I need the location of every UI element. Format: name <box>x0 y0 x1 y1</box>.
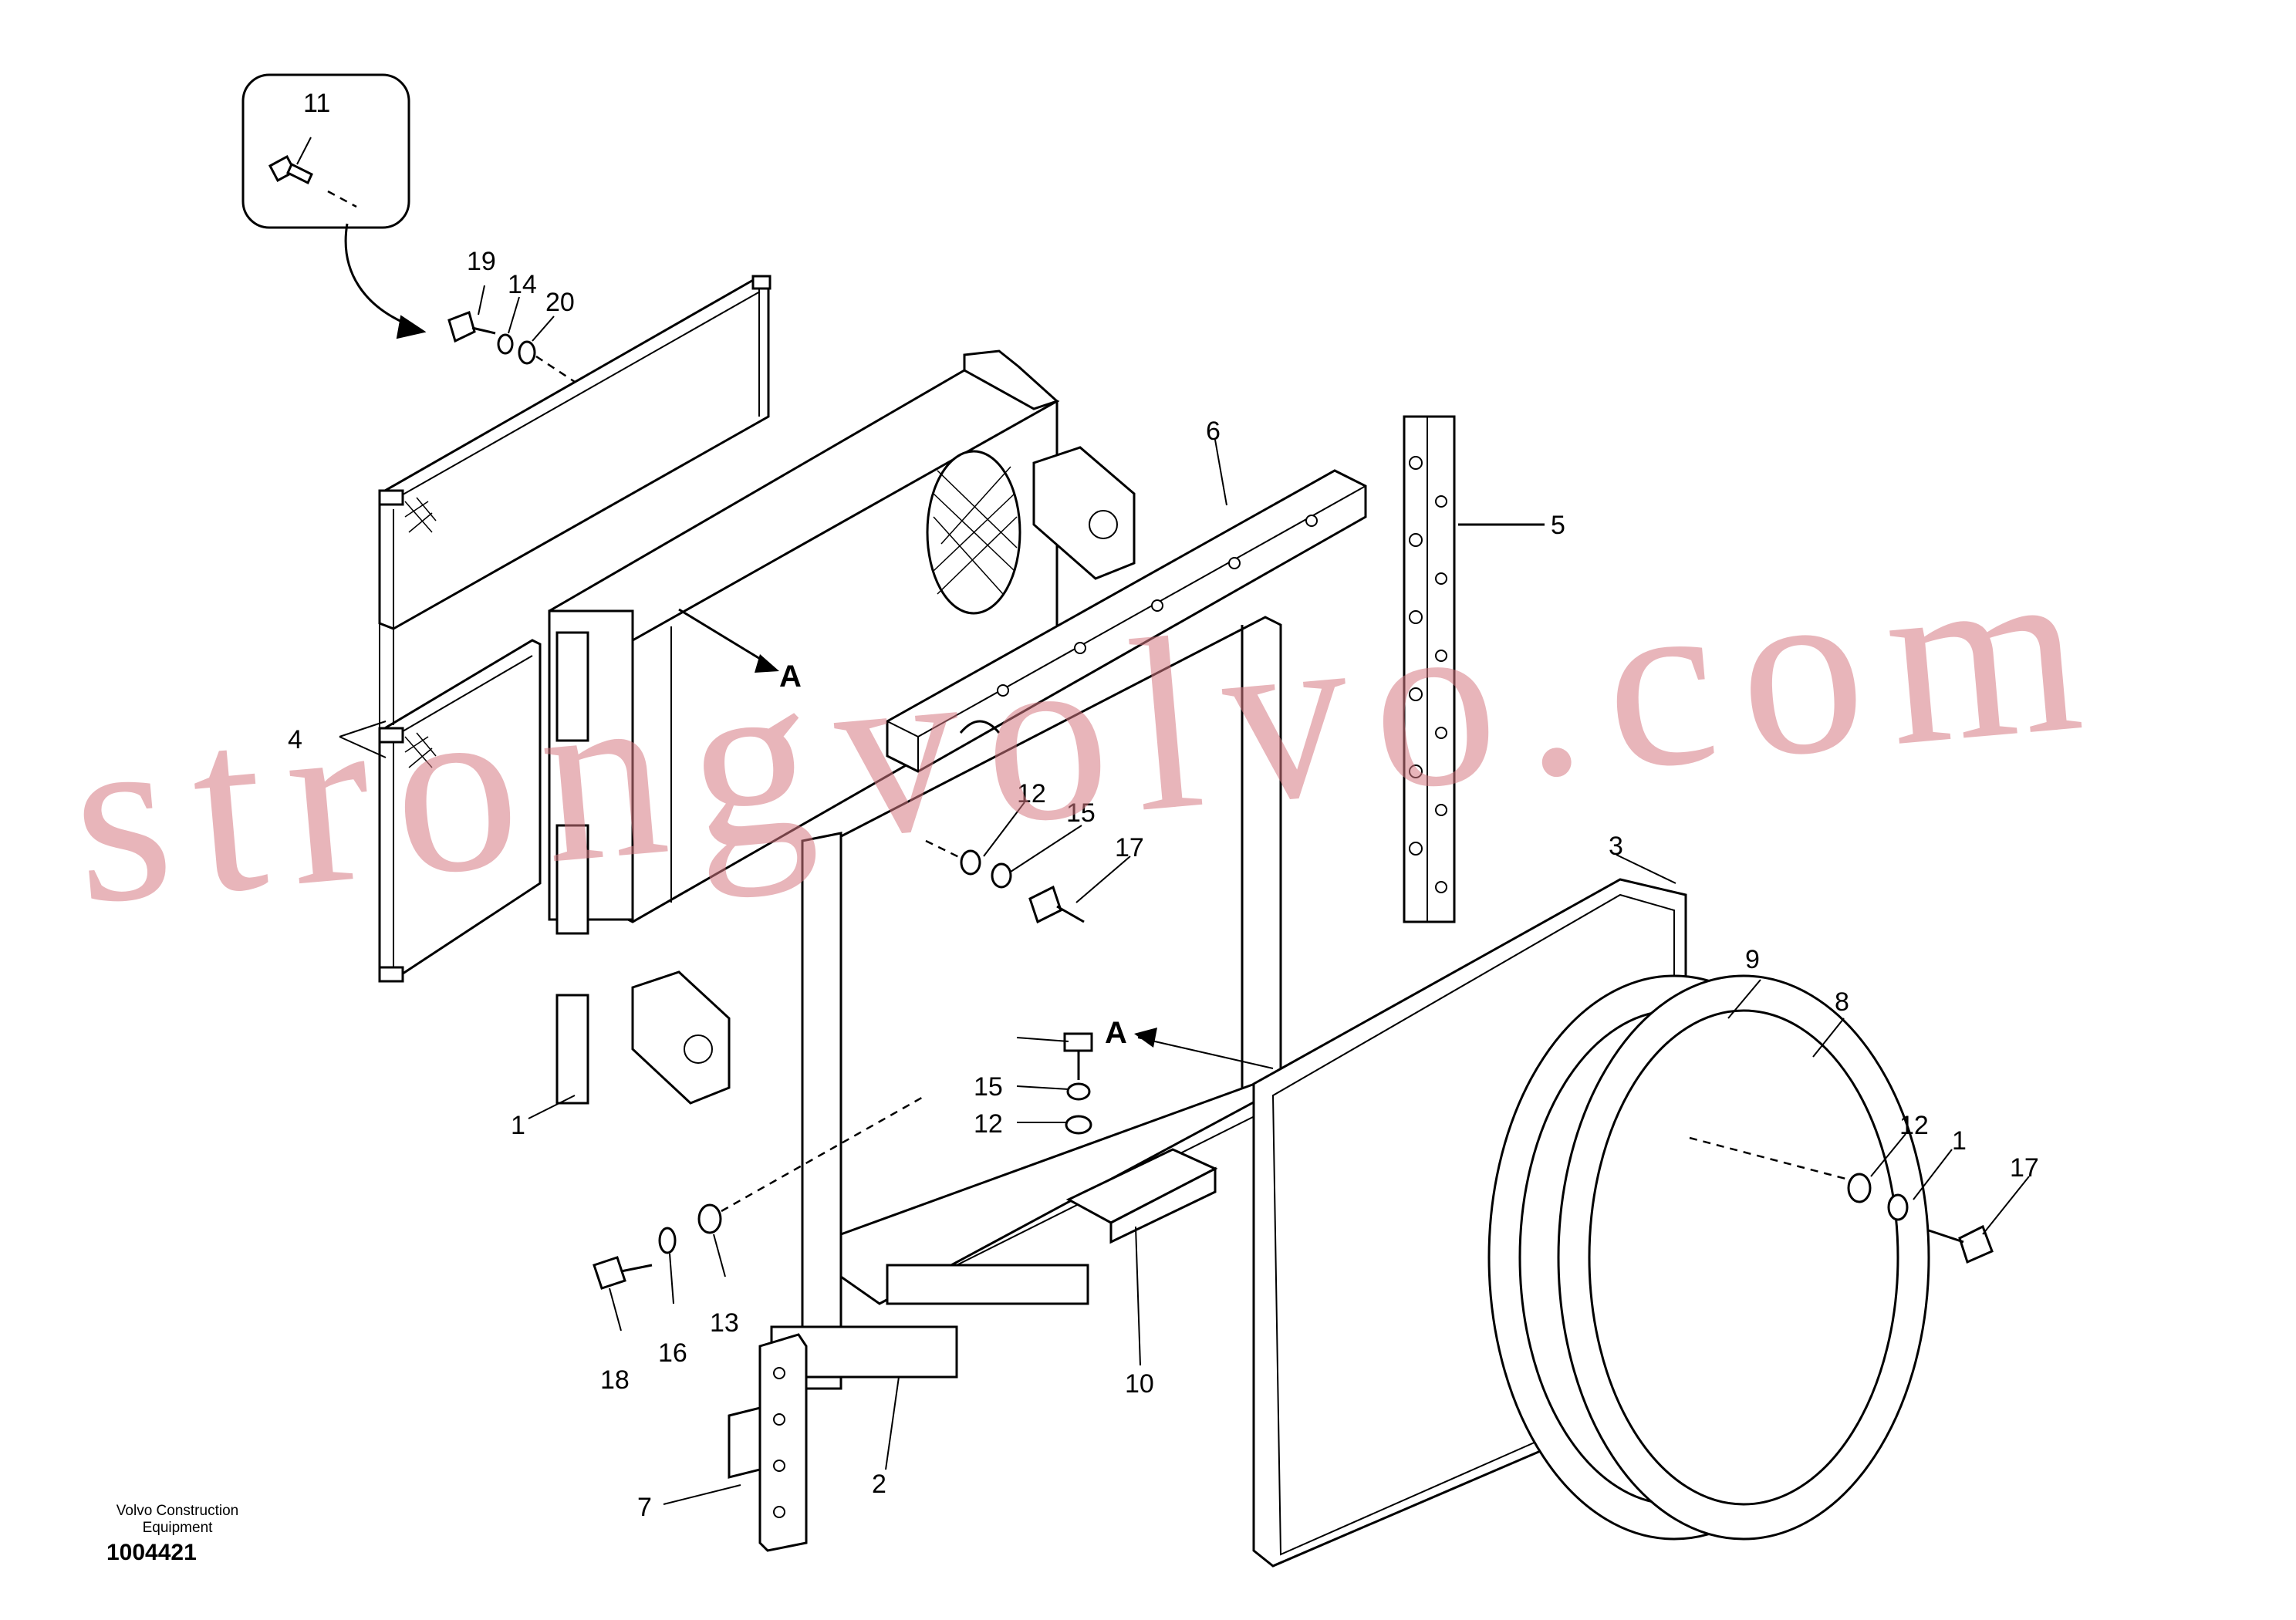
callout-17-middle: 17 <box>1115 833 1144 862</box>
frame-part-2 <box>770 616 1282 1390</box>
bolt-part-17-right <box>1928 1224 1994 1264</box>
callout-7: 7 <box>637 1493 652 1522</box>
callout-15-middle: 15 <box>1066 798 1096 828</box>
callout-12-right: 12 <box>1899 1111 1929 1140</box>
callout-6: 6 <box>1206 417 1221 446</box>
callout-2: 2 <box>872 1470 886 1499</box>
callout-20: 20 <box>545 288 575 317</box>
callout-12-lower: 12 <box>974 1109 1003 1139</box>
curved-arrow <box>344 223 427 339</box>
wing-bolt-19 <box>447 311 496 343</box>
callout-1: 1 <box>511 1111 525 1140</box>
callout-12-middle: 12 <box>1017 779 1046 808</box>
washer-15-middle <box>991 862 1012 889</box>
bolt-part-18 <box>593 1256 653 1290</box>
company-line-1: Volvo Construction <box>116 1503 239 1519</box>
callout-19: 19 <box>467 247 496 276</box>
callout-14: 14 <box>508 270 537 299</box>
leader-lines <box>296 137 2030 1505</box>
radiator-grille <box>926 450 1021 615</box>
support-bar-part-6 <box>886 469 1367 773</box>
mount-bracket-upper <box>1032 446 1136 580</box>
callout-1-right: 1 <box>1952 1126 1967 1156</box>
callout-18: 18 <box>600 1365 630 1395</box>
callout-8: 8 <box>1835 987 1849 1017</box>
block-part-7 <box>728 1333 808 1552</box>
callout-5: 5 <box>1551 511 1565 540</box>
callout-15-lower: 15 <box>974 1072 1003 1102</box>
company-line-2: Equipment <box>142 1520 213 1536</box>
vertical-bar-part-5 <box>1403 415 1456 923</box>
side-tank-fittings <box>555 631 589 1105</box>
washer-20 <box>518 340 536 365</box>
callout-3: 3 <box>1609 832 1623 861</box>
bracket-part-10 <box>1065 1148 1218 1244</box>
washer-1-right <box>1887 1193 1909 1221</box>
washer-12-middle <box>960 849 981 876</box>
callout-17-right: 17 <box>2010 1153 2039 1183</box>
screen-lower <box>378 639 542 983</box>
screen-upper <box>378 275 772 725</box>
mount-bracket-lower <box>631 970 731 1105</box>
bolt-icon <box>268 154 313 185</box>
callout-11: 11 <box>303 89 330 118</box>
washer-12-lower <box>1065 1115 1092 1135</box>
washer-14 <box>497 333 514 355</box>
bolt-part-17-middle <box>1028 885 1085 924</box>
washer-12-right <box>1847 1173 1872 1203</box>
callout-4: 4 <box>288 725 302 754</box>
document-number: 1004421 <box>106 1540 197 1565</box>
callout-10: 10 <box>1125 1369 1154 1399</box>
company-name: Volvo Construction Equipment <box>93 1503 262 1537</box>
view-marker-a-lower: A <box>1105 1016 1127 1050</box>
ring-part-8 <box>1557 974 1930 1541</box>
washer-13 <box>697 1203 722 1234</box>
view-marker-a-upper: A <box>779 660 802 694</box>
callout-13: 13 <box>710 1308 739 1338</box>
detail-box-part-11 <box>241 73 410 229</box>
washer-15-lower <box>1066 1082 1091 1101</box>
callout-numbers: 11 19 14 20 6 5 4 12 15 17 3 9 8 15 12 1… <box>288 89 2039 1522</box>
radiator-core <box>548 349 1136 1105</box>
callout-9: 9 <box>1745 945 1760 974</box>
bolt-vertical-lower <box>1063 1032 1093 1080</box>
callout-16: 16 <box>658 1338 687 1368</box>
washer-16 <box>658 1227 677 1254</box>
